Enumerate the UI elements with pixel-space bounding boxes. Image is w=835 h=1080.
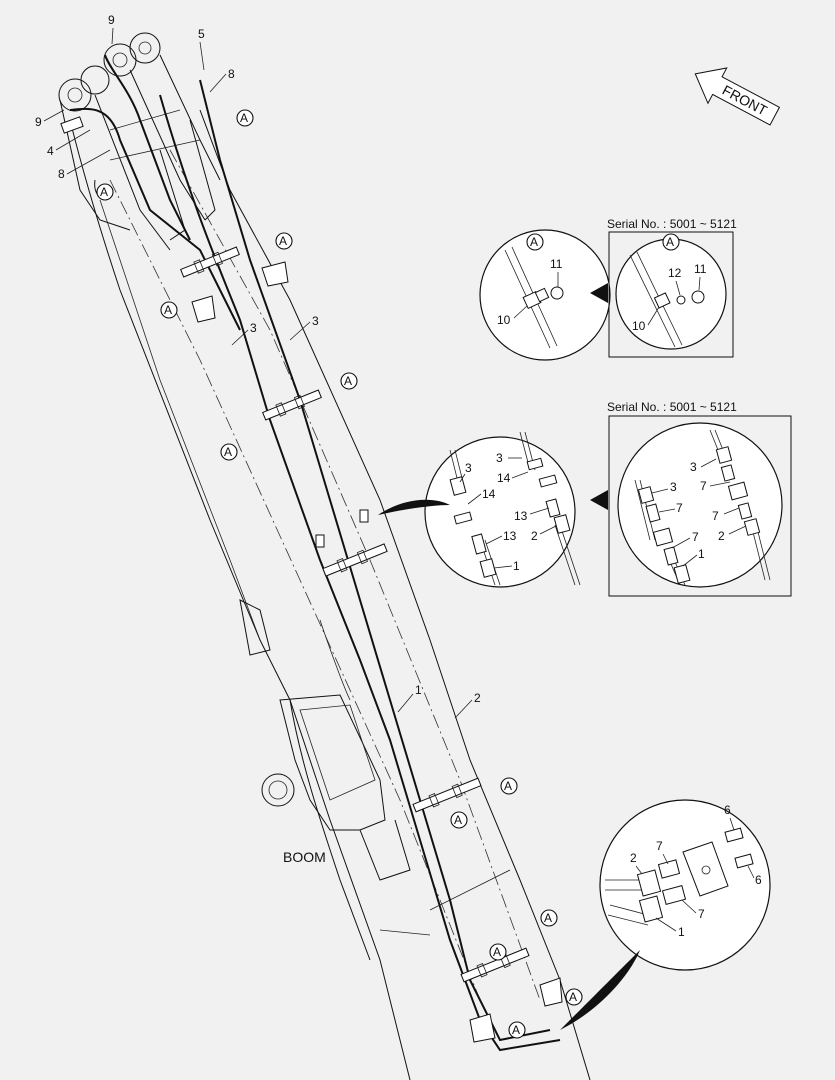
svg-text:A: A: [279, 234, 287, 248]
boom-structure: [69, 109, 591, 1080]
ref-a-4: A: [160, 301, 178, 319]
svg-text:A: A: [100, 185, 108, 199]
callout-2-detail: 2: [531, 529, 538, 543]
serial-label-top: Serial No. : 5001 ~ 5121: [607, 217, 737, 231]
detail-hose-joint: 3 3 14 14 13 13 2 1: [378, 431, 608, 588]
callout-14-right: 14: [497, 471, 511, 485]
callout-2: 2: [474, 691, 481, 705]
svg-text:A: A: [344, 374, 352, 388]
svg-text:A: A: [493, 945, 501, 959]
svg-text:A: A: [164, 303, 172, 317]
callout-13-lower: 13: [503, 529, 517, 543]
svg-text:A: A: [504, 779, 512, 793]
callout-10: 10: [497, 313, 511, 327]
svg-text:A: A: [512, 1023, 520, 1037]
callout-1: 1: [415, 683, 422, 697]
callout-6-top: 6: [724, 803, 731, 817]
boom-label: BOOM: [283, 849, 326, 865]
callout-1-bottom: 1: [678, 925, 685, 939]
hose-clamps: [180, 246, 563, 1043]
serial-box-mid: Serial No. : 5001 ~ 5121 3 3 7 7 7 7 2 1: [607, 400, 792, 597]
svg-text:A: A: [240, 111, 248, 125]
ref-a-1: A: [236, 109, 254, 127]
callout-8-top: 8: [228, 67, 235, 81]
callout-6-right: 6: [755, 873, 762, 887]
detail-block: 6 6 7 7 2 1: [560, 799, 771, 1030]
ref-a-5: A: [340, 372, 358, 390]
boom-head: [58, 32, 221, 251]
callout-3-right: 3: [312, 314, 319, 328]
callout-7-serial-a: 7: [700, 479, 707, 493]
callout-4: 4: [47, 144, 54, 158]
callout-10-serial: 10: [632, 319, 646, 333]
ref-a-8: A: [450, 811, 468, 829]
reference-a-markers: A A A A A A A A A A A A: [96, 109, 583, 1039]
callout-11: 11: [550, 257, 563, 271]
callout-3-detail-left: 3: [465, 461, 472, 475]
callout-7-serial-b: 7: [676, 501, 683, 515]
callout-2-bottom: 2: [630, 851, 637, 865]
svg-text:A: A: [224, 445, 232, 459]
callout-3-serial-right: 3: [690, 460, 697, 474]
callout-5: 5: [198, 27, 205, 41]
main-callouts: 9 5 8 9 4 8 3 3 1 2: [35, 13, 481, 719]
ref-a-7: A: [500, 777, 518, 795]
svg-text:A: A: [454, 813, 462, 827]
svg-text:A: A: [569, 990, 577, 1004]
ref-a-12: A: [508, 1021, 526, 1039]
ref-a-6: A: [220, 443, 238, 461]
ref-a-3: A: [275, 232, 293, 250]
ref-a-9: A: [540, 909, 558, 927]
serial-box-top: Serial No. : 5001 ~ 5121 A 12 11 10: [607, 217, 737, 358]
callout-13-upper: 13: [514, 509, 528, 523]
hoses: [69, 54, 561, 1052]
serial-a-label-top: A: [666, 235, 674, 249]
callout-3-detail-right: 3: [496, 451, 503, 465]
detail-a-clamp: A 11 10: [479, 229, 611, 361]
callout-12: 12: [668, 266, 682, 280]
callout-8-left: 8: [58, 167, 65, 181]
callout-7-bottom-top: 7: [656, 839, 663, 853]
ref-a-11: A: [565, 988, 583, 1006]
callout-11-serial: 11: [694, 262, 707, 276]
ref-a-10: A: [489, 943, 507, 961]
front-arrow: FRONT: [694, 67, 781, 126]
callout-1-serial: 1: [698, 547, 705, 561]
callout-9-left: 9: [35, 115, 42, 129]
detail-a-label: A: [530, 235, 538, 249]
callout-3-serial-left: 3: [670, 480, 677, 494]
callout-7-bottom-lower: 7: [698, 907, 705, 921]
callout-2-serial: 2: [718, 529, 725, 543]
callout-7-serial-c: 7: [712, 509, 719, 523]
callout-3-left: 3: [250, 321, 257, 335]
callout-1-detail: 1: [513, 559, 520, 573]
svg-text:A: A: [544, 911, 552, 925]
callout-9-top: 9: [108, 13, 115, 27]
serial-label-mid: Serial No. : 5001 ~ 5121: [607, 400, 737, 414]
ref-a-2: A: [96, 183, 114, 201]
callout-7-serial-d: 7: [692, 530, 699, 544]
callout-14-left: 14: [482, 487, 496, 501]
